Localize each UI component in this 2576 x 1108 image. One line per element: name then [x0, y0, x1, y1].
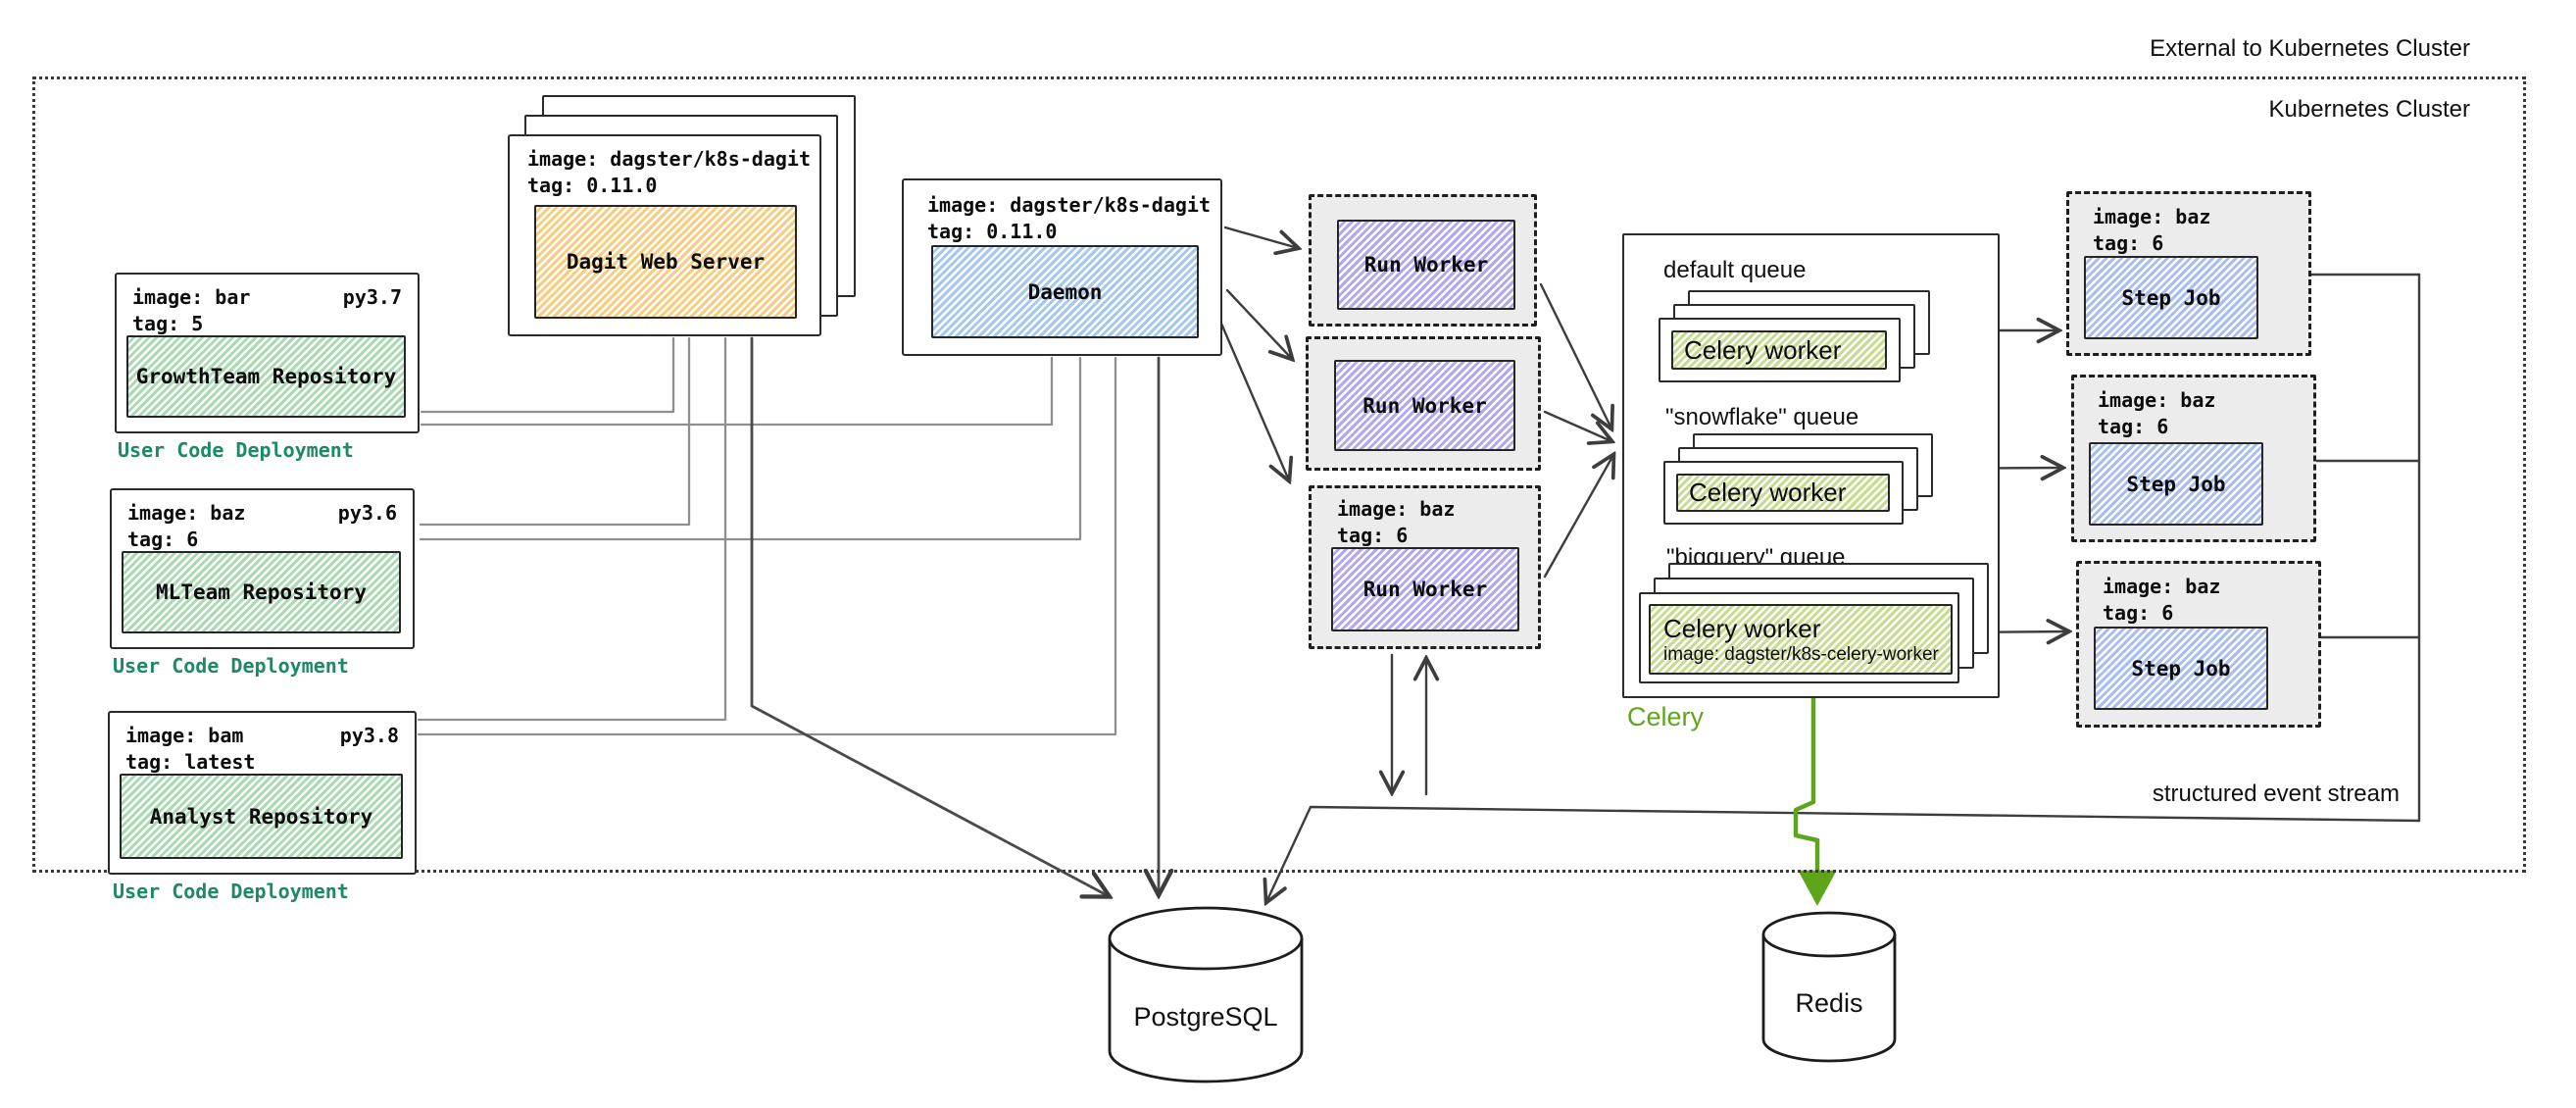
runworker-eventstream-arrows — [1392, 653, 1426, 794]
step-job-tag: tag: 6 — [2103, 601, 2174, 625]
celery-worker-bigquery: Celery worker image: dagster/k8s-celery-… — [1639, 592, 1959, 683]
step-job-image: image: baz — [2093, 205, 2211, 228]
celery-worker-box: Celery worker — [1671, 330, 1887, 370]
celery-worker-box: Celery worker image: dagster/k8s-celery-… — [1649, 604, 1953, 675]
repo-tag: tag: latest — [125, 750, 256, 774]
celery-worker-label: Celery worker — [1684, 334, 1842, 365]
run-worker-image: image: baz — [1337, 497, 1456, 521]
celery-worker-box: Celery worker — [1676, 474, 1890, 512]
analyst-repository-box: Analyst Repository — [120, 774, 403, 859]
step-job-tag: tag: 6 — [2093, 231, 2164, 255]
run-worker-pod-3: image: baz tag: 6 Run Worker — [1309, 485, 1541, 649]
redis-cylinder — [1761, 911, 1897, 1063]
structured-event-stream-label: structured event stream — [2152, 781, 2400, 807]
runworker-to-celery-arrows — [1539, 282, 1613, 579]
postgres-label: PostgreSQL — [1133, 1002, 1278, 1032]
dagit-tag: tag: 0.11.0 — [527, 174, 658, 197]
celery-worker-default: Celery worker — [1659, 318, 1901, 382]
daemon-image: image: dagster/k8s-dagit — [927, 193, 1211, 217]
user-code-deployment-analyst: image: bam py3.8 tag: latest Analyst Rep… — [108, 711, 417, 875]
step-job-box: Step Job — [2084, 256, 2258, 339]
celery-worker-snowflake: Celery worker — [1663, 461, 1904, 525]
repo-tag: tag: 5 — [132, 312, 204, 335]
user-code-deployment-caption: User Code Deployment — [113, 654, 349, 678]
growthteam-repository-box: GrowthTeam Repository — [126, 335, 406, 418]
celery-worker-label: Celery worker — [1663, 613, 1821, 643]
repo-image: image: bar — [132, 285, 251, 309]
user-code-deployment-caption: User Code Deployment — [113, 880, 349, 903]
kubernetes-cluster-boundary — [32, 76, 2526, 873]
redis-label: Redis — [1795, 988, 1863, 1018]
daemon-tag: tag: 0.11.0 — [927, 220, 1058, 243]
mlteam-repository-box: MLTeam Repository — [122, 551, 401, 633]
celery-worker-label: Celery worker — [1689, 478, 1847, 507]
run-worker-box: Run Worker — [1334, 360, 1515, 451]
user-code-deployment-mlteam: image: baz py3.6 tag: 6 MLTeam Repositor… — [110, 488, 415, 649]
run-worker-pod-2: Run Worker — [1306, 336, 1541, 471]
step-job-pod-1: image: baz tag: 6 Step Job — [2066, 191, 2311, 356]
dagit-web-server-box: Dagit Web Server — [534, 205, 797, 319]
step-job-tag: tag: 6 — [2098, 415, 2169, 438]
user-code-deployment-caption: User Code Deployment — [118, 438, 354, 462]
step-job-image: image: baz — [2103, 575, 2221, 598]
repo-image: image: bam — [125, 724, 244, 747]
run-worker-box: Run Worker — [1337, 220, 1515, 310]
postgres-cylinder — [1108, 906, 1304, 1083]
step-job-box: Step Job — [2089, 442, 2263, 526]
run-worker-pod-1: Run Worker — [1309, 194, 1537, 327]
daemon-box: Daemon — [931, 245, 1199, 338]
user-code-deployment-growthteam: image: bar py3.7 tag: 5 GrowthTeam Repos… — [115, 273, 420, 433]
celery-container: default queue Celery worker "snowflake" … — [1622, 233, 2000, 698]
repo-python-version: py3.7 — [342, 285, 402, 309]
external-cluster-label: External to Kubernetes Cluster — [2150, 35, 2470, 62]
postgres-lines — [750, 336, 1159, 896]
run-worker-tag: tag: 6 — [1337, 524, 1409, 547]
step-job-image: image: baz — [2098, 388, 2216, 412]
step-job-pod-3: image: baz tag: 6 Step Job — [2076, 561, 2321, 728]
daemon-to-runworker-arrows — [1219, 226, 1298, 480]
daemon: image: dagster/k8s-dagit tag: 0.11.0 Dae… — [902, 178, 1222, 356]
repo-python-version: py3.8 — [339, 724, 399, 747]
repo-python-version: py3.6 — [337, 501, 397, 525]
default-queue-title: default queue — [1663, 257, 1807, 283]
step-job-pod-2: image: baz tag: 6 Step Job — [2071, 375, 2316, 542]
dagit-image: image: dagster/k8s-dagit — [527, 147, 811, 171]
step-job-box: Step Job — [2094, 627, 2268, 710]
kubernetes-cluster-label: Kubernetes Cluster — [2268, 96, 2470, 123]
celery-to-redis-line — [1793, 695, 1837, 906]
grpc-lines — [417, 336, 1117, 736]
run-worker-box: Run Worker — [1331, 547, 1519, 631]
snowflake-queue-title: "snowflake" queue — [1665, 404, 1859, 430]
celery-label: Celery — [1627, 702, 1705, 731]
repo-tag: tag: 6 — [127, 528, 199, 551]
celery-worker-image: image: dagster/k8s-celery-worker — [1663, 643, 1939, 665]
repo-image: image: baz — [127, 501, 246, 525]
dagit-web-server: image: dagster/k8s-dagit tag: 0.11.0 Dag… — [508, 134, 821, 336]
